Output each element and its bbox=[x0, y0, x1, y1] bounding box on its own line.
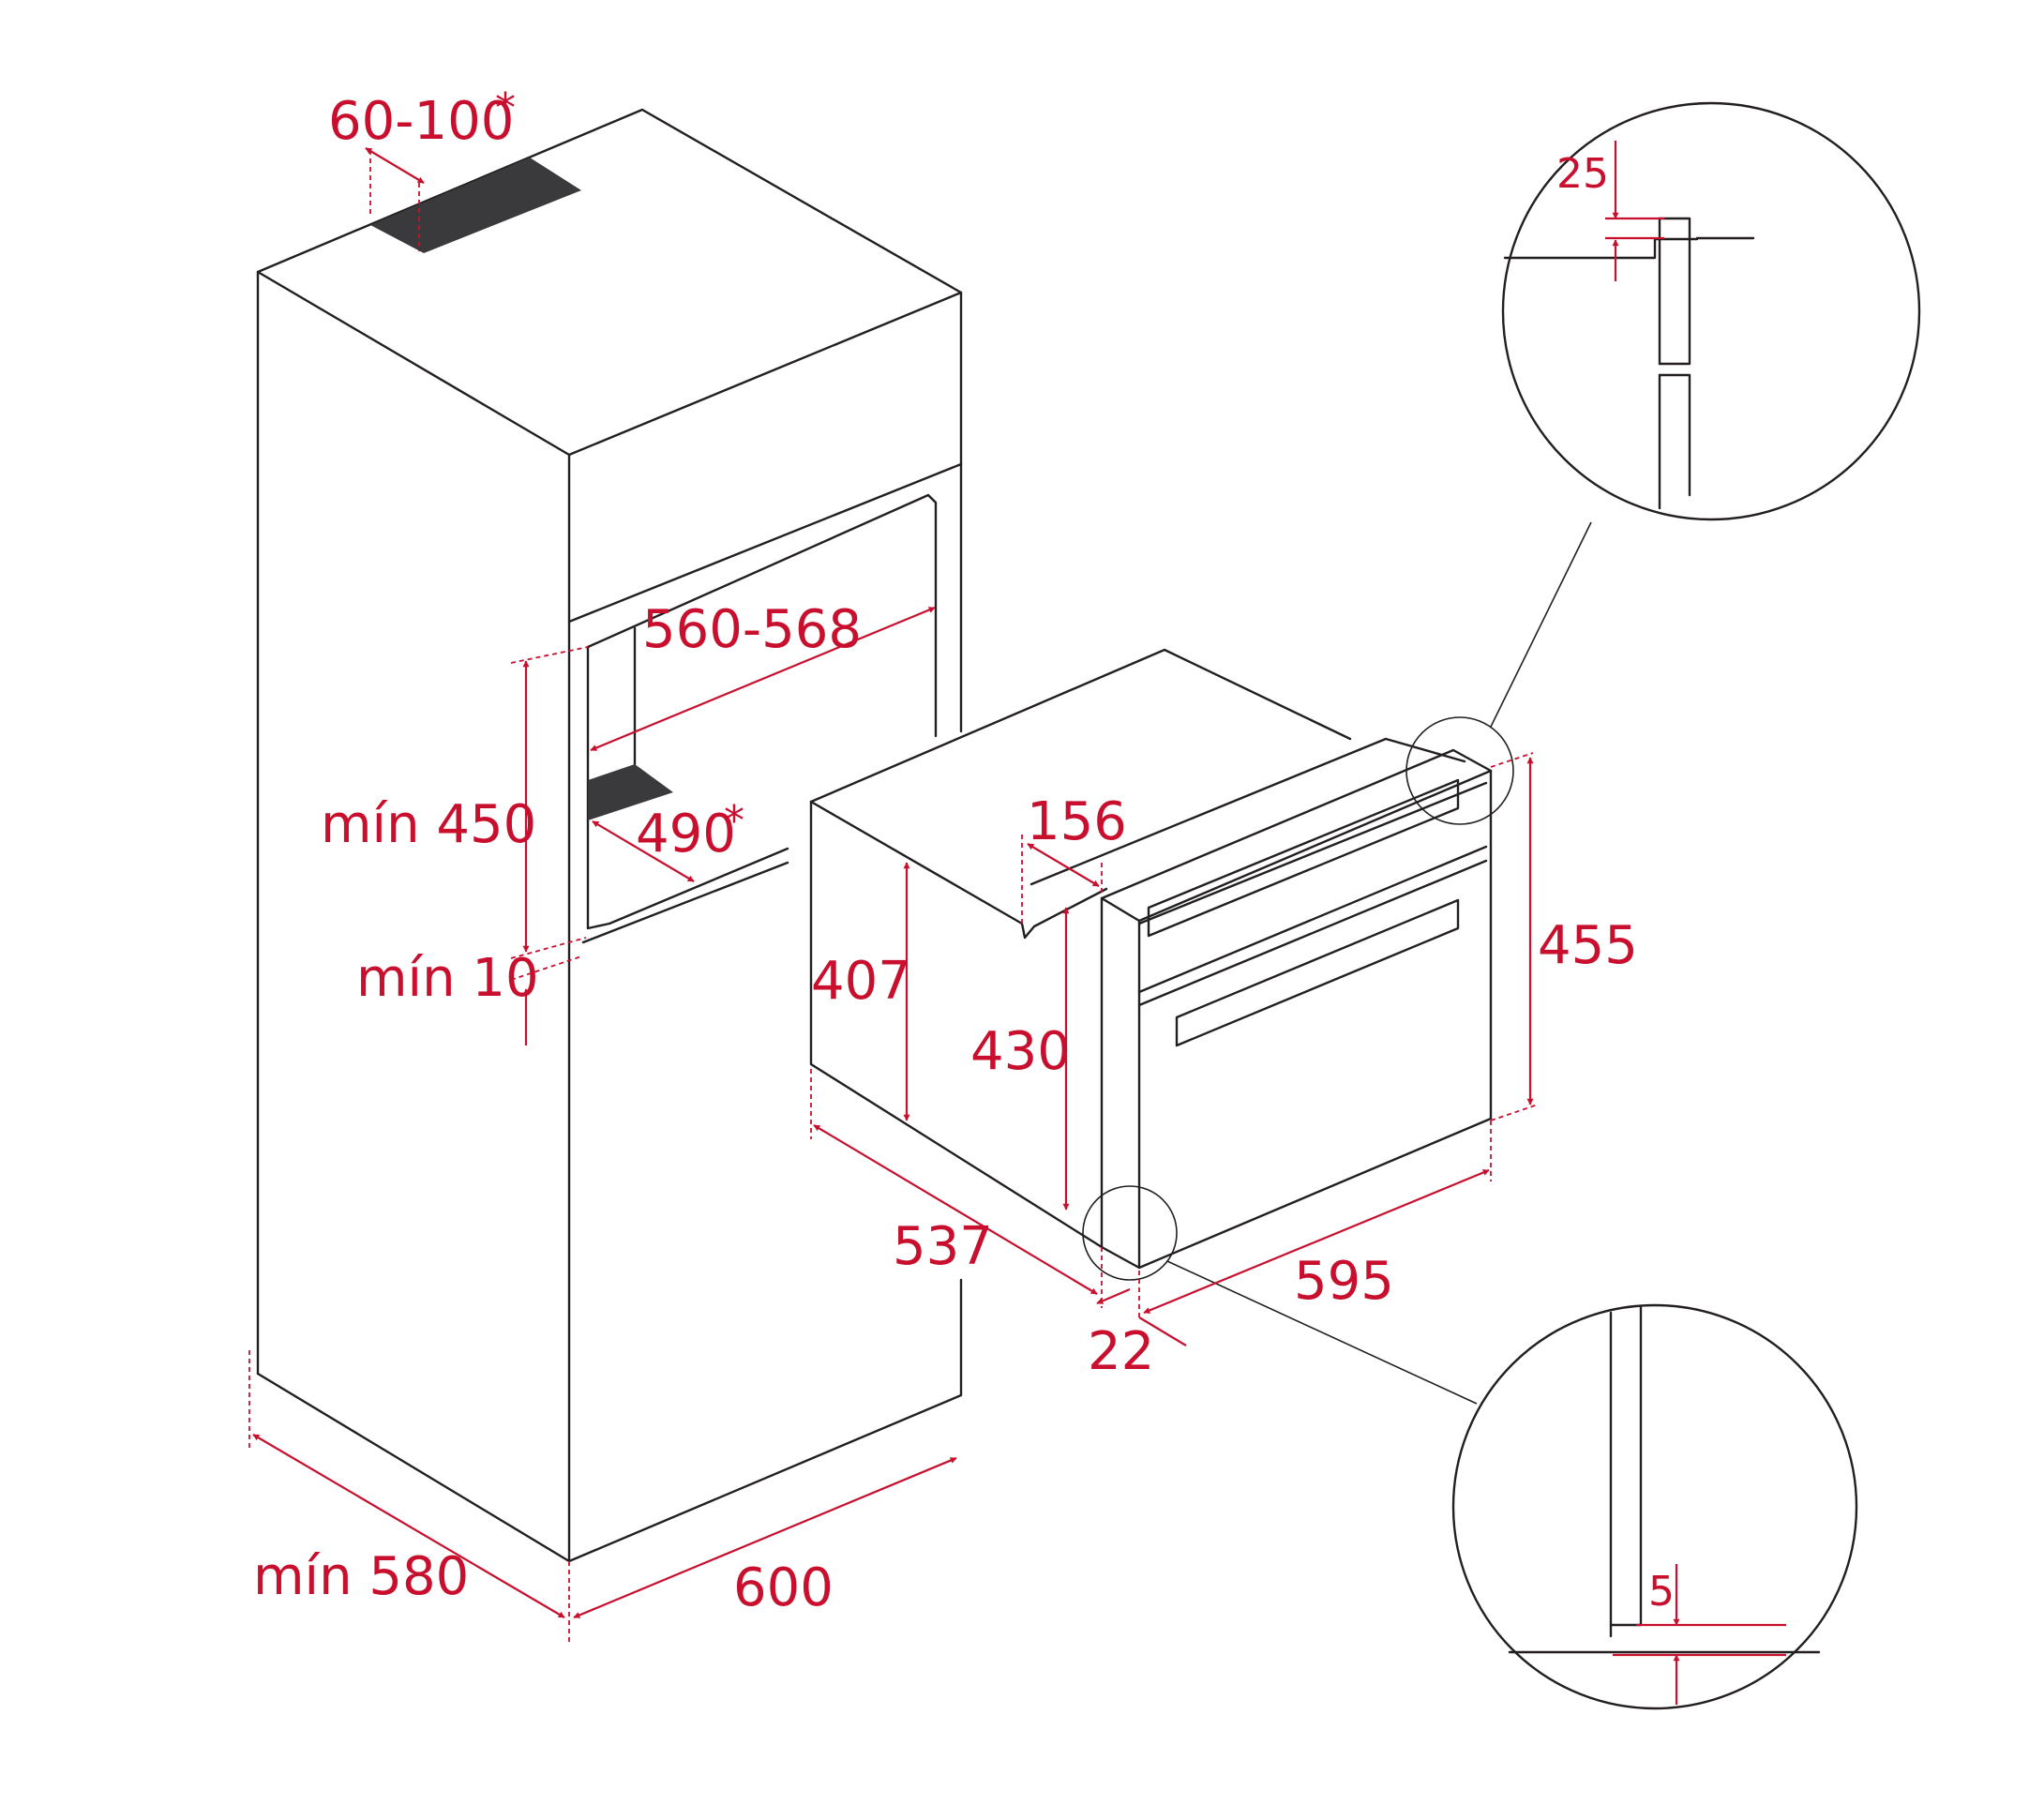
oven-handle bbox=[1175, 898, 1460, 1047]
oven-display bbox=[1147, 778, 1460, 938]
detail-top bbox=[1405, 101, 1921, 825]
dimension-lines bbox=[248, 141, 1786, 1705]
niche-bottom-vent bbox=[588, 764, 673, 820]
cabinet-niche bbox=[567, 462, 963, 944]
label-cabinet-depth: mín 580 bbox=[253, 1546, 469, 1607]
detail-bottom bbox=[1082, 1185, 1858, 1710]
label-oven-top-step: 156 bbox=[1027, 791, 1127, 852]
label-vent-top-mark: * bbox=[495, 84, 516, 132]
oven-front-details bbox=[1137, 778, 1488, 1047]
label-niche-depth: 490 bbox=[636, 804, 736, 865]
oven-body-outline bbox=[809, 648, 1352, 804]
label-detail-top-gap: 25 bbox=[1556, 150, 1609, 198]
label-oven-body-height: 407 bbox=[811, 951, 911, 1012]
label-oven-width: 595 bbox=[1294, 1251, 1394, 1312]
label-oven-front-height: 430 bbox=[970, 1021, 1071, 1082]
dimension-labels: 60-100 * 560-568 mín 450 490 * mín 10 mí… bbox=[253, 84, 1675, 1618]
oven-front-panel bbox=[1100, 748, 1493, 900]
label-niche-height: mín 450 bbox=[321, 794, 536, 855]
label-niche-width: 560-568 bbox=[642, 599, 862, 660]
label-oven-total-height: 455 bbox=[1538, 915, 1638, 976]
label-front-offset: 22 bbox=[1088, 1321, 1154, 1382]
label-gap-below: mín 10 bbox=[356, 948, 539, 1009]
label-detail-bottom-gap: 5 bbox=[1648, 1568, 1675, 1616]
oven bbox=[809, 648, 1493, 1270]
cabinet-top-vent bbox=[370, 158, 581, 253]
label-vent-top: 60-100 bbox=[328, 91, 514, 152]
label-oven-depth: 537 bbox=[893, 1216, 993, 1277]
label-niche-depth-mark: * bbox=[724, 797, 744, 845]
label-cabinet-width: 600 bbox=[733, 1557, 834, 1618]
